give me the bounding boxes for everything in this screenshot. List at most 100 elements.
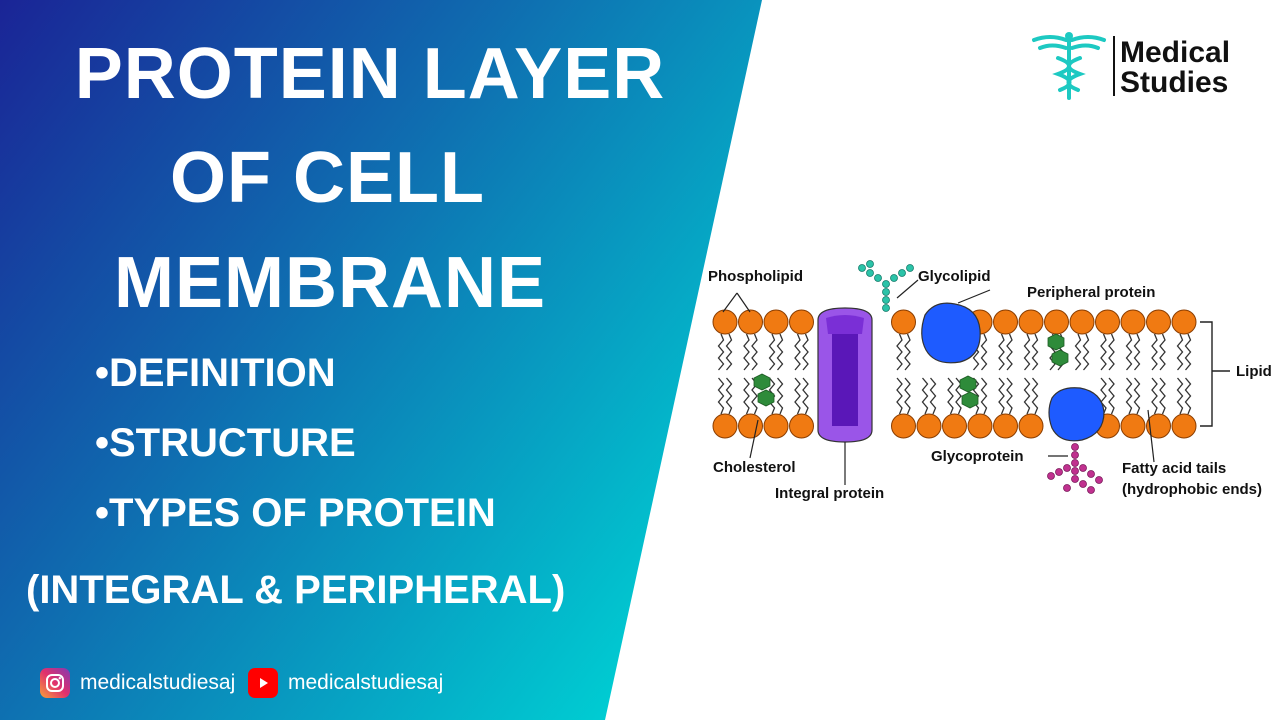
phospholipid-head — [738, 413, 763, 439]
instagram-handle: medicalstudiesaj — [80, 671, 236, 694]
youtube-icon — [248, 668, 278, 698]
fatty-acid-tail — [1074, 333, 1082, 371]
phospholipid-head — [1146, 413, 1171, 439]
bullet-types-of-protein: •TYPES OF PROTEIN — [95, 491, 496, 535]
fatty-acid-tail — [1133, 333, 1141, 371]
fatty-acid-tail — [929, 377, 937, 415]
fatty-acid-tail — [1184, 333, 1192, 371]
youtube-link[interactable]: medicalstudiesaj — [248, 668, 443, 698]
phospholipid-head — [1171, 413, 1197, 439]
phospholipid-head — [1120, 413, 1146, 439]
label-lipid: Lipid — [1236, 363, 1272, 380]
cholesterol-molecules — [753, 333, 1069, 409]
bullet-definition: •DEFINITION — [95, 351, 336, 395]
logo-text-studies: Studies — [1120, 66, 1229, 99]
fatty-acid-tail — [743, 377, 750, 415]
phospholipid-head — [891, 413, 916, 439]
fatty-acid-tail — [1006, 377, 1013, 415]
fatty-acid-tail — [751, 333, 758, 371]
fatty-acid-tail — [1151, 377, 1158, 415]
fatty-acid-tail — [768, 333, 776, 371]
phospholipid-head — [1095, 309, 1120, 335]
fatty-acid-tail — [1125, 377, 1133, 415]
fatty-acid-tail — [1184, 377, 1192, 415]
fatty-acid-tail — [1176, 333, 1184, 371]
fatty-acid-tail — [1159, 377, 1166, 415]
glycolipid-chain — [858, 260, 914, 312]
phospholipid-head — [916, 413, 942, 439]
page-title-line-1: PROTEIN LAYER — [74, 34, 666, 114]
fatty-acid-tail — [1023, 333, 1031, 371]
fatty-acid-tail — [980, 333, 988, 371]
phospholipid-head — [1171, 309, 1197, 335]
fatty-acid-tail — [1023, 377, 1031, 415]
fatty-acid-tail — [1125, 333, 1133, 371]
label-peripheral-protein: Peripheral protein — [1027, 284, 1155, 301]
fatty-acid-tail — [802, 333, 809, 371]
fatty-acid-tail — [998, 377, 1005, 415]
peripheral-protein-shape — [921, 302, 981, 364]
fatty-acid-tail — [1133, 377, 1141, 415]
logo-text-medical: Medical — [1120, 36, 1231, 69]
fatty-acid-tail — [768, 377, 776, 415]
fatty-acid-tail — [1006, 333, 1013, 371]
instagram-icon — [40, 668, 70, 698]
glycoprotein-shape — [1048, 387, 1105, 442]
fatty-acid-tail — [1108, 377, 1115, 415]
fatty-acid-tail — [904, 333, 911, 371]
fatty-acid-tail — [1108, 333, 1115, 371]
label-integral-protein: Integral protein — [775, 485, 884, 502]
phospholipid-head — [712, 309, 738, 335]
fatty-acid-tail — [743, 333, 750, 371]
fatty-acid-tail — [998, 333, 1005, 371]
glycoprotein-chain — [1047, 443, 1103, 494]
page-title-line-3: MEMBRANE — [114, 243, 546, 323]
phospholipid-head — [763, 309, 789, 335]
phospholipid-head — [712, 413, 738, 439]
caduceus-logo-icon — [1032, 32, 1115, 100]
phospholipid-head — [891, 309, 916, 335]
label-glycolipid: Glycolipid — [918, 268, 991, 285]
phospholipid-head — [1120, 309, 1146, 335]
fatty-acid-tail — [1151, 333, 1158, 371]
phospholipid-head — [1044, 309, 1069, 335]
phospholipid-head — [789, 413, 814, 439]
fatty-acid-tail — [1159, 333, 1166, 371]
label-cholesterol: Cholesterol — [713, 459, 796, 476]
phospholipid-heads-top — [712, 309, 1197, 335]
fatty-acid-tail — [1031, 377, 1039, 415]
fatty-acid-tail — [980, 377, 988, 415]
integral-protein-shape — [817, 307, 873, 443]
phospholipid-head — [993, 413, 1018, 439]
fatty-acid-tail — [802, 377, 809, 415]
phospholipid-head — [738, 309, 763, 335]
fatty-acid-tail — [896, 333, 903, 371]
phospholipid-head — [1069, 309, 1095, 335]
fatty-acid-tail — [1031, 333, 1039, 371]
fatty-acid-tail — [921, 377, 929, 415]
phospholipid-heads-bottom — [712, 413, 1197, 439]
subtitle-integral-peripheral: (INTEGRAL & PERIPHERAL) — [26, 568, 566, 612]
fatty-acid-tail — [776, 333, 784, 371]
fatty-acid-tail — [1176, 377, 1184, 415]
fatty-acid-tail — [904, 377, 911, 415]
fatty-acid-tail — [947, 377, 954, 415]
fatty-acid-tail — [794, 333, 801, 371]
fatty-acid-tail — [717, 377, 725, 415]
page-title-line-2: OF CELL — [170, 138, 485, 218]
fatty-acid-tail — [1100, 377, 1107, 415]
instagram-link[interactable]: medicalstudiesaj — [40, 668, 235, 698]
label-phospholipid: Phospholipid — [708, 268, 803, 285]
fatty-acid-tail — [1100, 333, 1107, 371]
phospholipid-head — [1018, 413, 1044, 439]
fatty-acid-tail — [717, 333, 725, 371]
label-fatty-acid-tails: Fatty acid tails — [1122, 460, 1226, 477]
phospholipid-head — [1018, 309, 1044, 335]
youtube-handle: medicalstudiesaj — [288, 671, 444, 694]
fatty-acid-tail — [725, 333, 733, 371]
phospholipid-head — [763, 413, 789, 439]
phospholipid-head — [967, 413, 993, 439]
label-glycoprotein: Glycoprotein — [931, 448, 1024, 465]
fatty-acid-tail — [972, 377, 980, 415]
